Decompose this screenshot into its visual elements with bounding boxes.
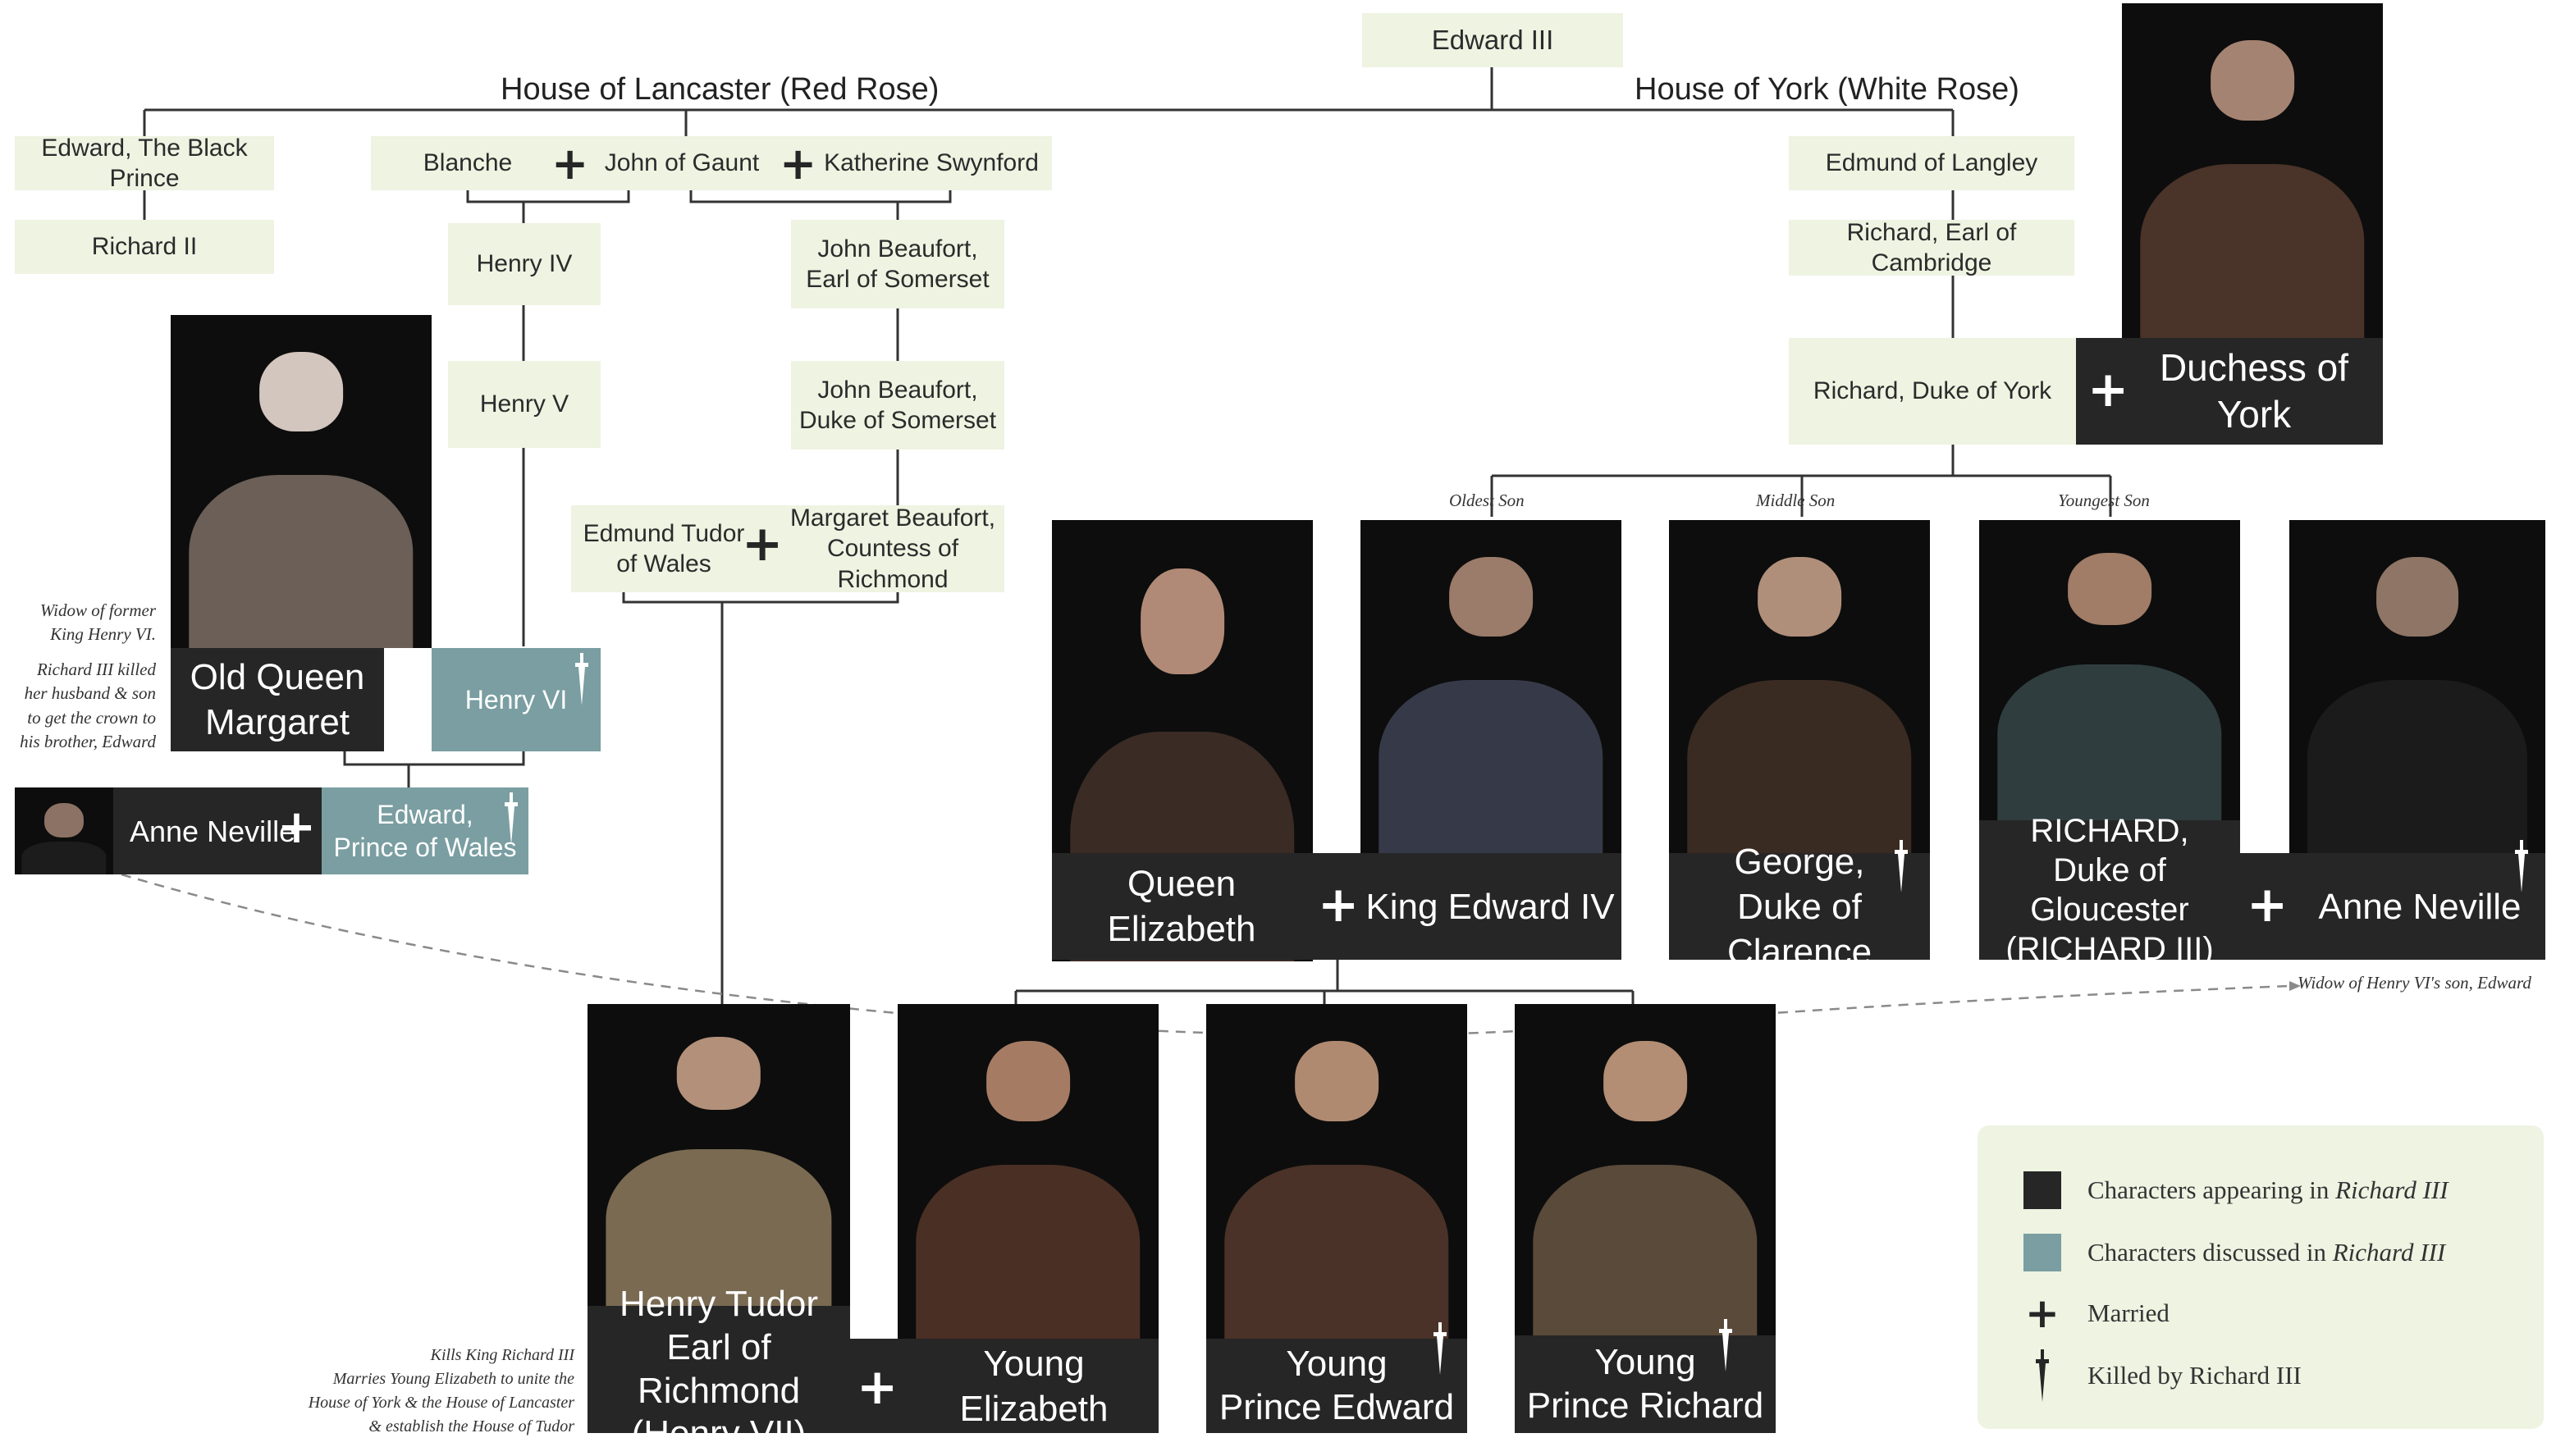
node-anne-neville-right: Anne Neville: [2318, 886, 2522, 927]
legend-row-killed: Killed by Richard III: [2023, 1349, 2302, 1402]
teal-swatch-icon: [2023, 1234, 2061, 1271]
dagger-icon: [1433, 1322, 1447, 1375]
plus-icon: +: [551, 138, 589, 189]
dark-swatch-icon: [2023, 1171, 2061, 1209]
node-edmund-tudor: Edmund Tudor of Wales: [583, 519, 745, 578]
node-king-edward-iv: King Edward IV: [1365, 886, 1615, 927]
node-young-prince-richard: Young Prince Richard: [1515, 1335, 1776, 1433]
node-richard-ii: Richard II: [15, 220, 274, 274]
note-anne-widow: Widow of Henry VI's son, Edward: [2298, 973, 2531, 993]
dagger-icon: [575, 653, 588, 705]
plus-icon: +: [780, 138, 817, 189]
node-beaufort-earl: John Beaufort, Earl of Somerset: [791, 220, 1004, 308]
node-katherine-swynford: Katherine Swynford: [824, 149, 1039, 177]
house-york-label: House of York (White Rose): [1635, 72, 2019, 107]
legend-killed-label: Killed by Richard III: [2087, 1361, 2302, 1390]
legend-row-discussed: Characters discussed in Richard III: [2023, 1234, 2445, 1271]
node-henry-v: Henry V: [448, 361, 601, 448]
plus-icon: +: [2025, 1289, 2060, 1337]
node-young-elizabeth-bar: [850, 1339, 1159, 1433]
node-black-prince: Edward, The Black Prince: [15, 135, 274, 192]
node-tudor-row: [571, 505, 1004, 592]
node-beaufort-duke: John Beaufort, Duke of Somerset: [791, 361, 1004, 450]
dagger-icon: [1895, 840, 1908, 892]
label-oldest-son: Oldest Son: [1449, 491, 1525, 510]
note-henry-tudor: Kills King Richard III Marries Young Eli…: [308, 1346, 574, 1435]
node-anne-neville-left: Anne Neville: [113, 787, 322, 874]
plus-icon: +: [384, 668, 426, 725]
plus-icon: +: [2247, 876, 2289, 933]
label-middle-son: Middle Son: [1756, 491, 1836, 510]
portrait-young-prince-edward: [1206, 1004, 1467, 1339]
legend-appearing-label: Characters appearing in Richard III: [2087, 1175, 2449, 1204]
portrait-anne-neville-small: [15, 787, 113, 874]
node-edward-iii: Edward III: [1362, 13, 1623, 67]
node-henry-vi: Henry VI: [432, 648, 601, 751]
legend-discussed-label: Characters discussed in Richard III: [2087, 1238, 2446, 1267]
dagger-icon: [1719, 1319, 1732, 1372]
house-lancaster-label: House of Lancaster (Red Rose): [501, 72, 940, 107]
node-duchess-of-york: Duchess of York: [2076, 338, 2383, 445]
node-queen-elizabeth: Queen Elizabeth: [1107, 864, 1256, 949]
node-edward-prince-of-wales: Edward, Prince of Wales: [322, 787, 528, 874]
node-old-queen-margaret: Old Queen Margaret: [171, 648, 384, 751]
node-george-clarence: George, Duke of Clarence: [1669, 842, 1930, 972]
portrait-henry-tudor: [588, 1004, 850, 1306]
node-young-elizabeth: Young Elizabeth: [959, 1343, 1109, 1429]
duchess-of-york-label: Duchess of York: [2159, 345, 2349, 436]
node-richard-iii: RICHARD, Duke of Gloucester (RICHARD III…: [1979, 813, 2240, 967]
node-john-of-gaunt: John of Gaunt: [604, 149, 760, 177]
legend-married-label: Married: [2087, 1299, 2170, 1327]
note-margaret-killed: Richard III killed her husband & son to …: [20, 660, 156, 752]
node-henry-iv: Henry IV: [448, 223, 601, 305]
node-anne-richard-bar: [2240, 853, 2545, 960]
portrait-young-prince-richard: [1515, 1004, 1776, 1339]
portrait-george-clarence: [1669, 520, 1930, 853]
portrait-old-queen-margaret: [171, 315, 432, 648]
node-margaret-beaufort: Margaret Beaufort, Countess of Richmond: [789, 504, 996, 593]
portrait-anne-neville: [2289, 520, 2545, 853]
dagger-icon: [2023, 1349, 2061, 1402]
legend: Characters appearing in Richard III Char…: [1978, 1125, 2544, 1429]
plus-icon: +: [2087, 361, 2129, 418]
node-gaunt-row: [371, 136, 1052, 190]
label-youngest-son: Youngest Son: [2058, 491, 2150, 510]
node-elizabeth-edward-bar: [1052, 853, 1621, 960]
node-henry-tudor: Henry Tudor Earl of Richmond (Henry VII): [588, 1284, 850, 1454]
note-margaret-widow: Widow of former King Henry VI.: [39, 600, 156, 645]
portrait-duchess-of-york: [2122, 3, 2383, 338]
node-blanche: Blanche: [423, 149, 513, 177]
node-young-prince-edward: Young Prince Edward: [1206, 1339, 1467, 1433]
legend-row-married: + Married: [2023, 1289, 2170, 1337]
node-richard-cambridge: Richard, Earl of Cambridge: [1789, 219, 2074, 276]
node-edmund-langley: Edmund of Langley: [1789, 136, 2074, 190]
plus-icon: +: [857, 1358, 898, 1416]
dagger-icon: [2515, 840, 2528, 892]
node-richard-duke-york: Richard, Duke of York: [1789, 338, 2076, 445]
plus-icon: +: [277, 801, 316, 854]
legend-row-appearing: Characters appearing in Richard III: [2023, 1171, 2449, 1209]
dagger-icon: [505, 792, 518, 845]
portrait-young-elizabeth: [898, 1004, 1159, 1339]
portrait-king-edward-iv: [1360, 520, 1621, 853]
henry-vi-label: Henry VI: [464, 685, 568, 714]
plus-icon: +: [742, 515, 784, 573]
portrait-richard-iii: [1979, 520, 2240, 820]
plus-icon: +: [1318, 876, 1360, 933]
